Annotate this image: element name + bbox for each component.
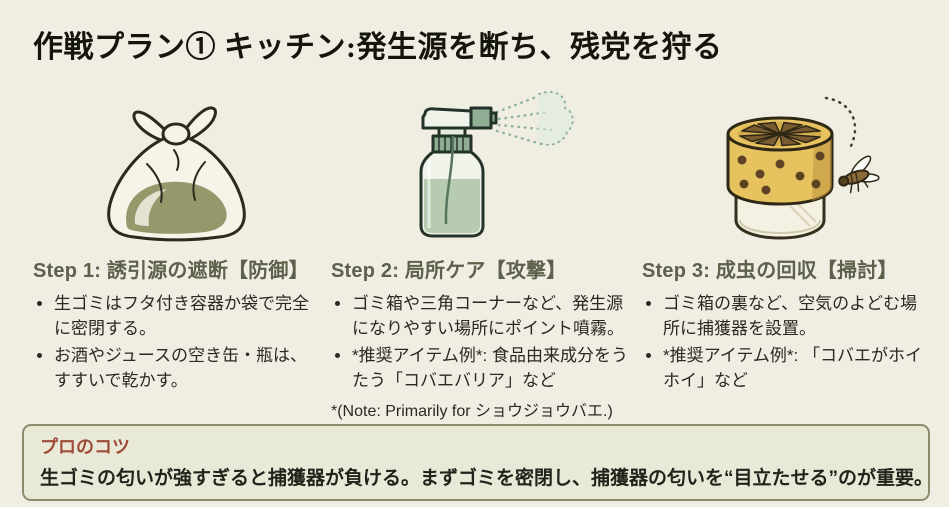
fly-trap-illustration: [642, 84, 930, 244]
pro-tip-box: プロのコツ 生ゴミの匂いが強すぎると捕獲器が負ける。まずゴミを密閉し、捕獲器の匂…: [22, 424, 934, 501]
step-1-heading: Step 1: 誘引源の遮断【防御】: [33, 260, 309, 282]
steps-container: Step 1: 誘引源の遮断【防御】 生ゴミはフタ付き容器か袋で完全に密閉する。…: [33, 84, 940, 421]
step-3-heading: Step 3: 成虫の回収【掃討】: [642, 260, 898, 282]
step-3-bullets: ゴミ箱の裏など、空気のよどむ場所に捕獲器を設置。 *推奨アイテム例*: 「コバエ…: [642, 292, 930, 394]
garbage-bag-illustration: [33, 84, 320, 244]
step-2-bullet-2: *推奨アイテム例*: 食品由来成分をうたう「コバエバリア」など: [352, 344, 631, 393]
spray-bottle-icon: [419, 90, 574, 238]
garbage-bag-icon: [107, 106, 246, 242]
step-1-bullet-2: お酒やジュースの空き缶・瓶は、すすいで乾かす。: [54, 344, 320, 393]
step-1-bullet-1: 生ゴミはフタ付き容器か袋で完全に密閉する。: [54, 292, 320, 341]
page-title: 作戦プラン① キッチン:発生源を断ち、残党を狩る: [33, 31, 723, 64]
step-1-column: Step 1: 誘引源の遮断【防御】 生ゴミはフタ付き容器か袋で完全に密閉する。…: [33, 84, 320, 421]
step-3-bullet-2: *推奨アイテム例*: 「コバエがホイホイ」など: [663, 344, 930, 393]
step-1-bullets: 生ゴミはフタ付き容器か袋で完全に密閉する。 お酒やジュースの空き缶・瓶は、すすい…: [33, 292, 320, 394]
fly-icon: [837, 155, 880, 194]
step-2-bullets: ゴミ箱や三角コーナーなど、発生源になりやすい場所にポイント噴霧。 *推奨アイテム…: [331, 292, 631, 394]
spray-bottle-illustration: [331, 84, 631, 244]
step-2-heading: Step 2: 局所ケア【攻撃】: [331, 260, 567, 282]
step-3-bullet-1: ゴミ箱の裏など、空気のよどむ場所に捕獲器を設置。: [663, 292, 930, 341]
step-2-column: Step 2: 局所ケア【攻撃】 ゴミ箱や三角コーナーなど、発生源になりやすい場…: [331, 84, 631, 421]
fly-trap-icon: [726, 96, 880, 240]
step-3-column: Step 3: 成虫の回収【掃討】 ゴミ箱の裏など、空気のよどむ場所に捕獲器を設…: [642, 84, 930, 421]
pro-tip-heading: プロのコツ: [40, 437, 130, 457]
pro-tip-body: 生ゴミの匂いが強すぎると捕獲器が負ける。まずゴミを密閉し、捕獲器の匂いを“目立た…: [40, 468, 934, 489]
step-2-bullet-1: ゴミ箱や三角コーナーなど、発生源になりやすい場所にポイント噴霧。: [352, 292, 631, 341]
step-2-note: *(Note: Primarily for ショウジョウバエ.): [331, 402, 613, 420]
